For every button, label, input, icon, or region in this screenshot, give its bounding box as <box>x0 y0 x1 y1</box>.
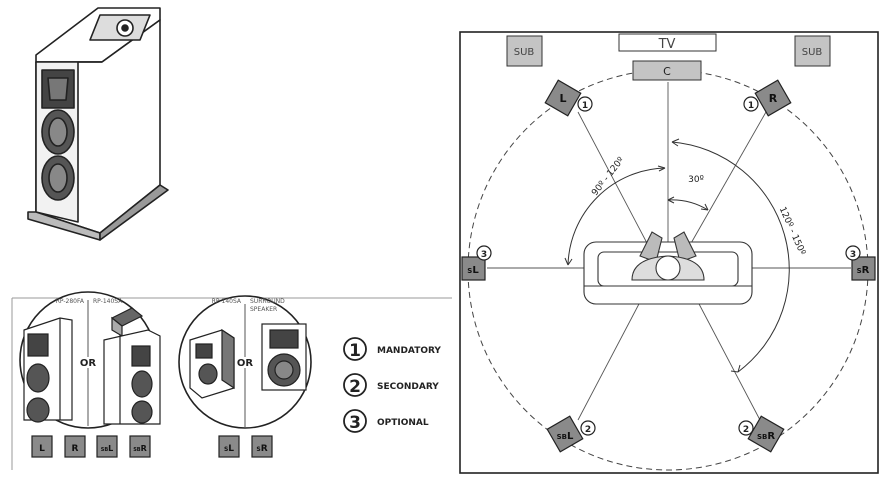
front-left-speaker: L 1 <box>544 79 593 117</box>
key-box-r: R <box>64 435 86 458</box>
svg-text:SL: SL <box>467 265 479 276</box>
legend-item-optional: 3 OPTIONAL <box>343 409 429 433</box>
svg-text:SUB: SUB <box>802 47 823 58</box>
front-right-speaker: R 1 <box>743 79 792 117</box>
surround-label-right-1: SURROUND <box>250 298 285 305</box>
rp-280fa-speaker-icon <box>23 317 73 423</box>
legend-label-2: SECONDARY <box>377 382 439 392</box>
legend-label-3: OPTIONAL <box>377 418 429 428</box>
svg-text:SR: SR <box>857 265 870 276</box>
legend-number-2: 2 <box>349 377 361 397</box>
svg-text:L: L <box>559 92 566 105</box>
or-label-surround: OR <box>237 358 254 369</box>
svg-text:SUB: SUB <box>514 47 535 58</box>
surround-speaker-icon <box>261 323 307 391</box>
legend-item-mandatory: 1 MANDATORY <box>343 337 441 361</box>
legend-number-1: 1 <box>349 341 361 361</box>
surround-label-left: RP-140SA <box>212 298 242 305</box>
key-box-l: L <box>31 435 53 458</box>
room-layout: 90º - 120º 30º 120º - 150º TV C SUB SUB <box>459 31 879 474</box>
priority-legend: 1 MANDATORY 2 SECONDARY 3 OPTIONAL <box>343 337 441 433</box>
svg-text:TV: TV <box>658 37 676 52</box>
tv: TV <box>618 33 717 52</box>
front-speaker-options-circle: OR <box>19 291 161 429</box>
badge-surround-left: 3 <box>481 250 487 260</box>
svg-text:L: L <box>39 444 45 454</box>
subwoofer-left: SUB <box>506 35 543 67</box>
key-box-sr: SR <box>251 435 273 458</box>
key-box-sbr: SBR <box>129 435 151 458</box>
rp-140sa-surround-icon <box>189 328 235 399</box>
key-box-sl: SL <box>218 435 240 458</box>
angle-label-center: 30º <box>688 175 704 185</box>
svg-text:R: R <box>72 444 79 454</box>
svg-text:SBR: SBR <box>133 444 147 453</box>
surround-label-right-2: SPEAKER <box>250 306 277 313</box>
legend-number-3: 3 <box>349 413 361 433</box>
svg-text:SBL: SBL <box>557 431 574 442</box>
svg-text:SBL: SBL <box>101 444 114 453</box>
svg-text:SR: SR <box>256 444 267 454</box>
sofa-with-listener <box>583 231 753 305</box>
floor-standing-speaker-illustration <box>27 7 169 241</box>
surround-back-left-speaker: SBL 2 <box>546 415 596 453</box>
or-label-front: OR <box>80 358 97 369</box>
tower-label-left: RP-280FA <box>56 298 85 305</box>
surround-speaker-options-circle: OR <box>178 295 312 429</box>
placement-guide-lines <box>487 82 851 421</box>
svg-text:SBR: SBR <box>757 431 775 442</box>
key-box-sbl: SBL <box>96 435 118 458</box>
angle-arcs <box>564 138 790 373</box>
surround-left-speaker: SL 3 <box>461 245 492 281</box>
subwoofer-right: SUB <box>794 35 831 67</box>
badge-surround-back-left: 2 <box>585 425 591 435</box>
legend-label-1: MANDATORY <box>377 346 441 356</box>
svg-text:C: C <box>663 65 671 78</box>
badge-surround-right: 3 <box>850 250 856 260</box>
svg-text:SL: SL <box>224 444 234 454</box>
speaker-key-front-group: L R SBL SBR <box>31 435 151 458</box>
badge-front-left: 1 <box>582 101 588 111</box>
tower-label-right: RP-140SA <box>93 298 123 305</box>
speaker-key-surround-group: SL SR <box>218 435 273 458</box>
surround-back-right-speaker: SBR 2 <box>738 415 785 453</box>
legend-item-secondary: 2 SECONDARY <box>343 373 439 397</box>
center-speaker: C <box>632 60 702 81</box>
surround-right-speaker: SR 3 <box>845 245 876 281</box>
rp-140sa-on-tower-icon <box>103 307 161 425</box>
svg-text:R: R <box>769 92 778 105</box>
badge-front-right: 1 <box>748 101 754 111</box>
badge-surround-back-right: 2 <box>743 425 749 435</box>
